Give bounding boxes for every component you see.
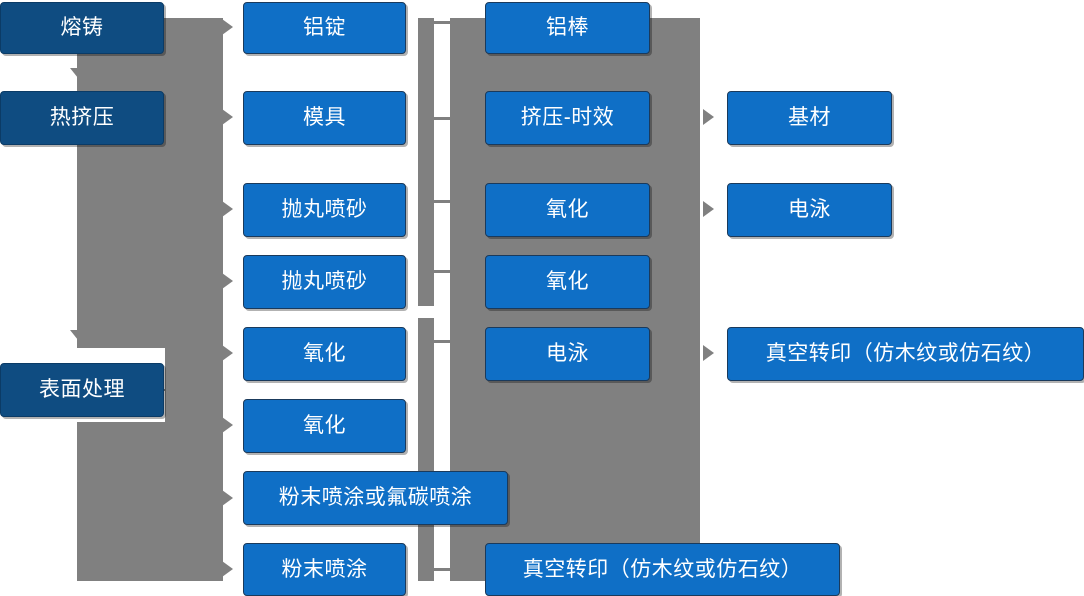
stage-label-surface: 表面处理: [39, 378, 125, 402]
left-trunk-lower-bar: [165, 348, 177, 422]
process-box-ingot[interactable]: 铝锭: [243, 2, 406, 54]
process-box-mold[interactable]: 模具: [243, 91, 406, 145]
process-label-c3-vacuum-transfer: 真空转印（仿木纹或仿石纹）: [522, 557, 803, 581]
stage-box-surface[interactable]: 表面处理: [0, 363, 164, 417]
process-box-extrude-aging[interactable]: 挤压-时效: [485, 91, 650, 145]
output-label-vacuum-transfer: 真空转印（仿木纹或仿石纹）: [765, 342, 1046, 366]
process-label-oxidize-1: 氧化: [303, 342, 346, 366]
mid-thin-bar-upper: [418, 18, 434, 306]
arrow-to-c2-7: [222, 490, 233, 506]
process-box-powder-fluorocarbon[interactable]: 粉末喷涂或氟碳喷涂: [243, 471, 508, 525]
arrow-to-c4-electro: [703, 201, 714, 217]
output-box-electrophoresis[interactable]: 电泳: [727, 183, 892, 237]
process-label-shotblast-2: 抛丸喷砂: [281, 270, 368, 294]
arrow-to-c2-1: [222, 19, 233, 35]
process-label-ingot: 铝锭: [303, 16, 346, 40]
arrow-to-c2-2: [222, 109, 233, 125]
arrow-to-c2-3: [222, 201, 233, 217]
process-label-oxidize-2: 氧化: [303, 414, 346, 438]
output-box-substrate[interactable]: 基材: [727, 91, 892, 145]
process-label-shotblast-1: 抛丸喷砂: [281, 198, 368, 222]
output-box-vacuum-transfer[interactable]: 真空转印（仿木纹或仿石纹）: [727, 327, 1084, 381]
mid-stub-4: [433, 270, 455, 273]
left-trunk-down-arrow-top: [70, 68, 86, 78]
process-label-powder: 粉末喷涂: [281, 557, 368, 581]
process-label-c3-oxidize-1: 氧化: [546, 198, 589, 222]
stage-label-extrude: 热挤压: [49, 106, 115, 130]
process-label-c3-oxidize-2: 氧化: [546, 270, 589, 294]
output-label-electrophoresis: 电泳: [788, 198, 831, 222]
stage-box-casting[interactable]: 熔铸: [0, 2, 164, 54]
process-box-c3-vacuum-transfer[interactable]: 真空转印（仿木纹或仿石纹）: [485, 543, 840, 596]
mid-stub-1: [433, 21, 455, 24]
process-box-c3-oxidize-2[interactable]: 氧化: [485, 255, 650, 309]
mid-thin-bar-lower: [418, 318, 434, 581]
mid-stub-6: [433, 568, 455, 571]
process-box-powder[interactable]: 粉末喷涂: [243, 543, 406, 596]
process-label-c3-electrophoresis: 电泳: [546, 342, 589, 366]
process-box-shotblast-1[interactable]: 抛丸喷砂: [243, 183, 406, 237]
surface-stage-stub: [164, 389, 180, 391]
mid-stub-5: [433, 340, 455, 343]
arrow-to-c2-6: [222, 417, 233, 433]
process-label-extrude-aging: 挤压-时效: [520, 106, 615, 130]
process-box-c3-oxidize-1[interactable]: 氧化: [485, 183, 650, 237]
process-label-aluminum-bar: 铝棒: [546, 16, 589, 40]
arrow-to-c4-substrate: [703, 109, 714, 125]
process-box-c3-electrophoresis[interactable]: 电泳: [485, 327, 650, 381]
left-trunk-down-arrow-bottom: [70, 330, 86, 340]
process-box-aluminum-bar[interactable]: 铝棒: [485, 2, 650, 54]
arrow-to-c2-4: [222, 273, 233, 289]
arrow-to-c2-5: [222, 345, 233, 361]
stage-label-casting: 熔铸: [60, 16, 104, 40]
arrow-to-c4-vacuum: [703, 345, 714, 361]
process-box-shotblast-2[interactable]: 抛丸喷砂: [243, 255, 406, 309]
left-trunk-arrow-spine: [177, 18, 223, 581]
arrow-to-c2-8: [222, 561, 233, 577]
process-box-oxidize-1[interactable]: 氧化: [243, 327, 406, 381]
mid-stub-2: [433, 117, 455, 120]
output-label-substrate: 基材: [788, 106, 831, 130]
mid-stub-3: [433, 200, 455, 203]
stage-box-extrude[interactable]: 热挤压: [0, 91, 164, 145]
process-label-powder-fluorocarbon: 粉末喷涂或氟碳喷涂: [278, 486, 473, 510]
process-box-oxidize-2[interactable]: 氧化: [243, 399, 406, 453]
process-label-mold: 模具: [303, 106, 346, 130]
